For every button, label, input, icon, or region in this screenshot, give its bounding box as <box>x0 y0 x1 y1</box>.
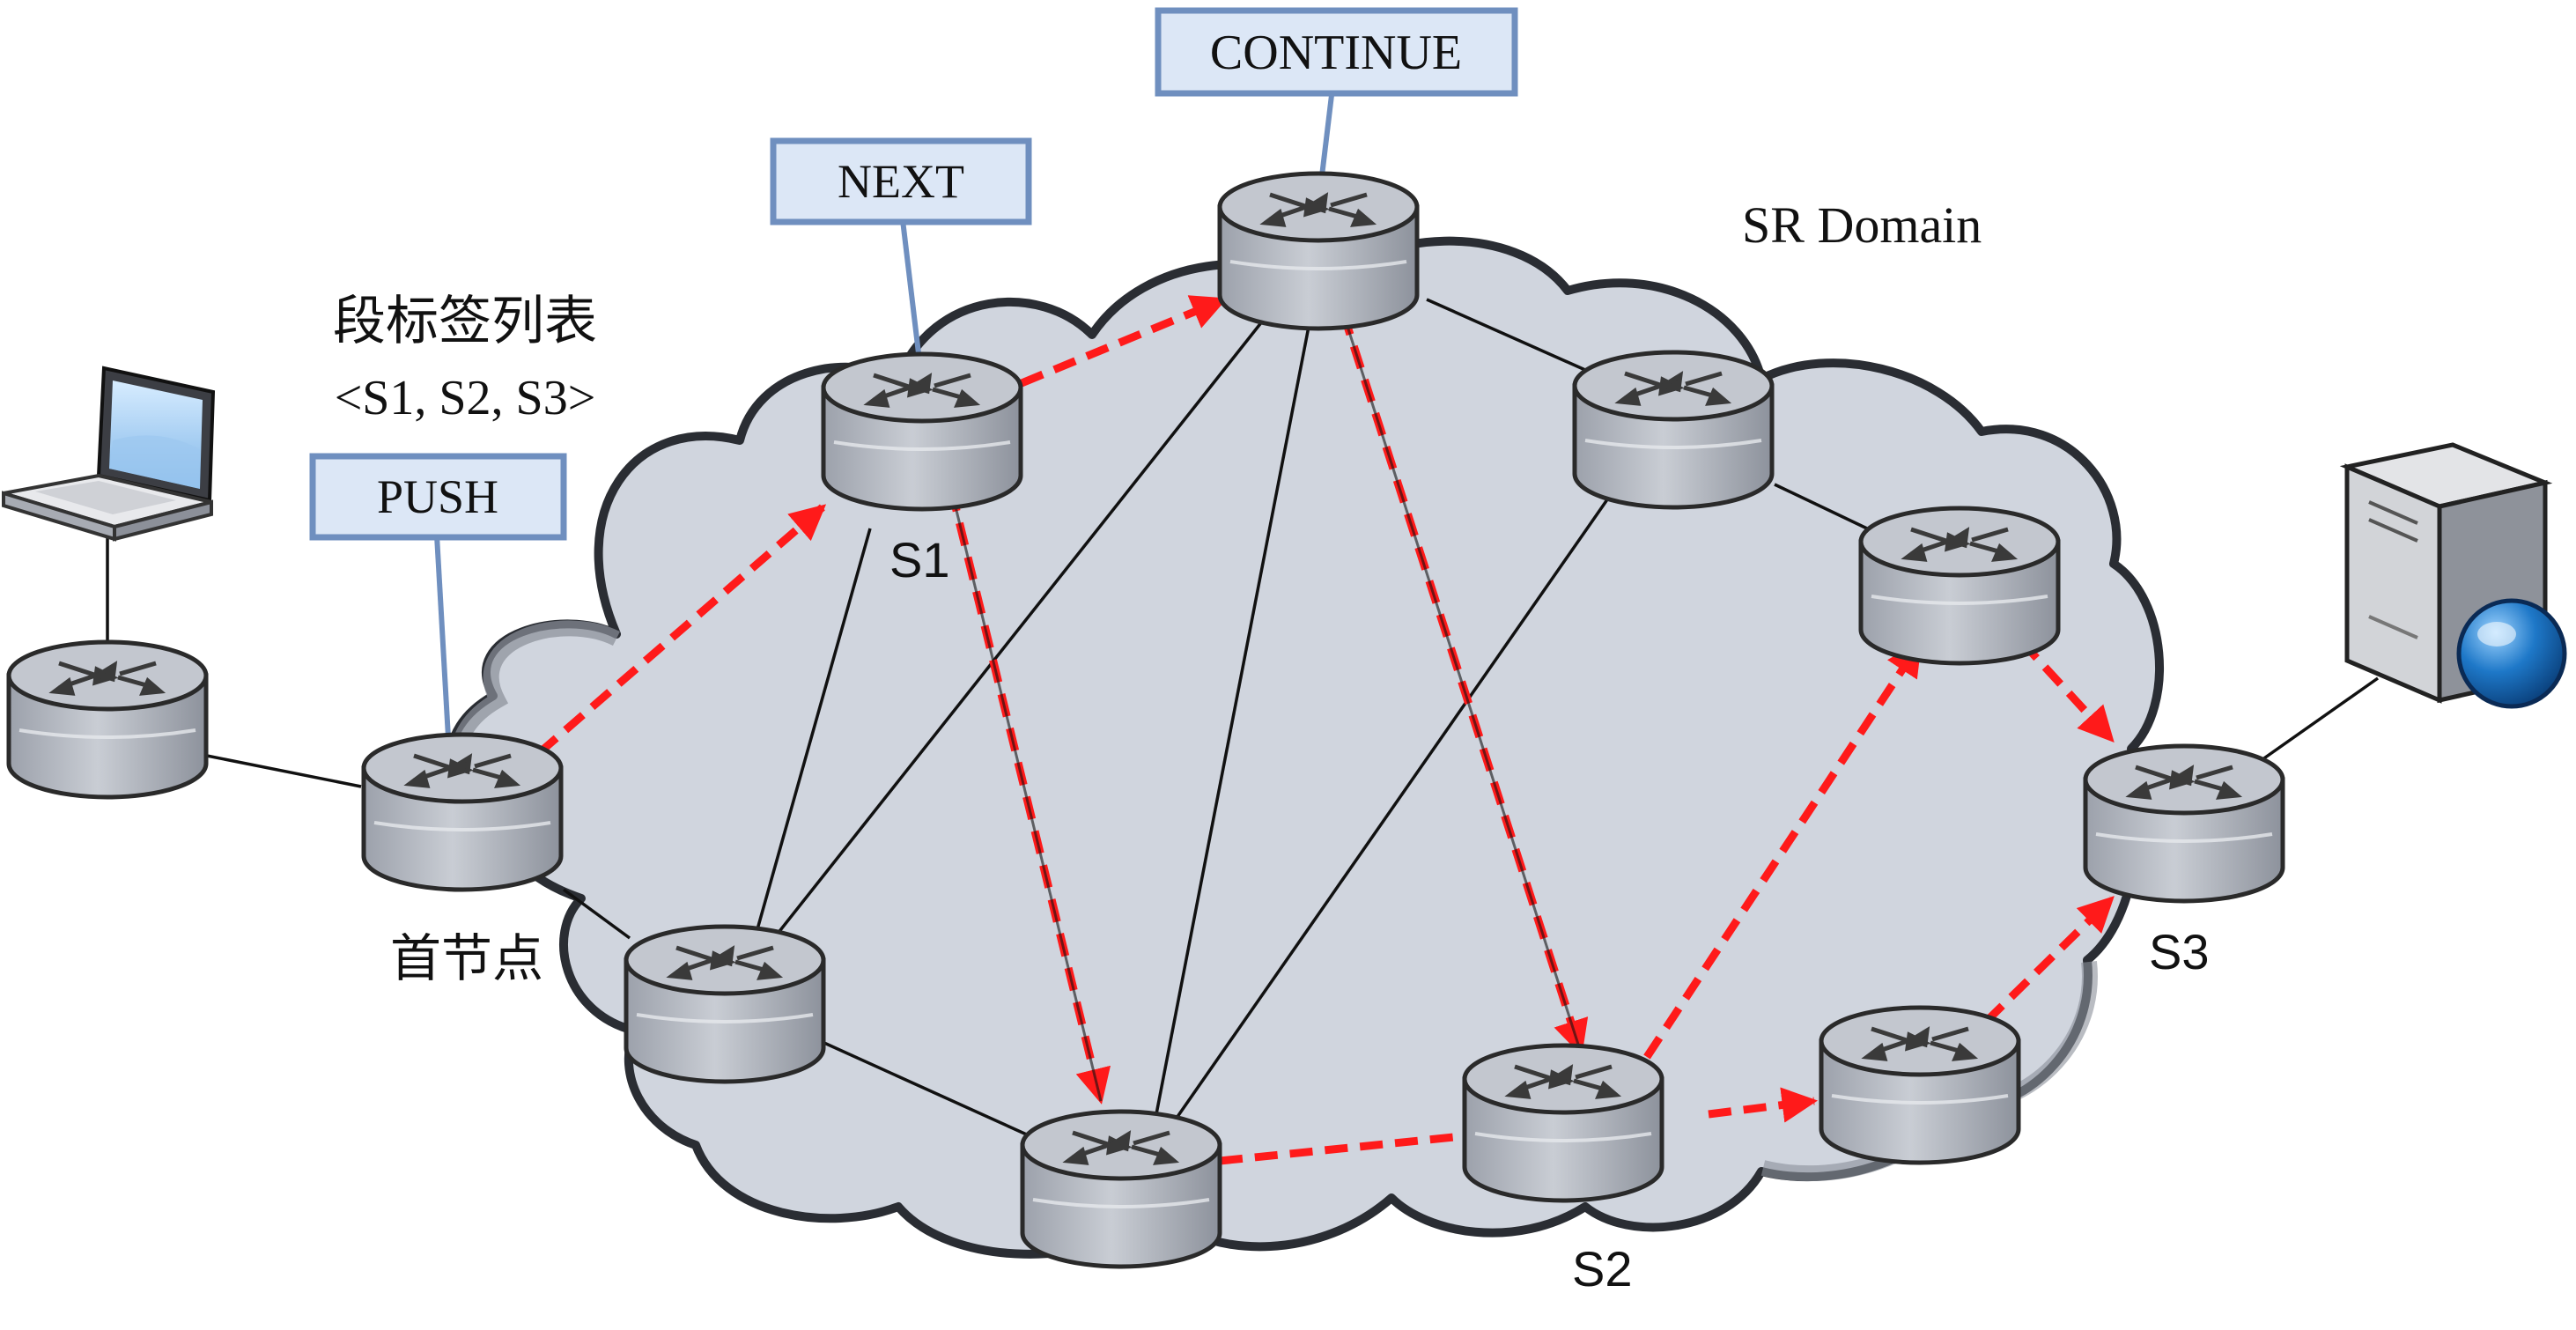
router-icon <box>626 927 823 1082</box>
push-box: PUSH <box>309 453 567 541</box>
segment-list-title: 段标签列表 <box>333 292 597 351</box>
router-icon <box>1465 1046 1662 1201</box>
router-icon <box>823 354 1021 509</box>
continue-box: CONTINUE <box>1155 7 1518 97</box>
next-box: NEXT <box>770 137 1032 225</box>
path-s2-to-right <box>1643 639 1923 1060</box>
path-head-to-s1 <box>536 503 827 757</box>
router-icon <box>9 642 206 797</box>
router-icon <box>1821 1008 2019 1163</box>
network-links <box>106 298 2380 1138</box>
domain-label: SR Domain <box>1742 196 1982 254</box>
path-bottom-to-s2 <box>1219 1117 1510 1165</box>
continue-label: CONTINUE <box>1210 26 1462 80</box>
head-node-label: 首节点 <box>390 930 543 987</box>
router-icon <box>2085 746 2283 901</box>
globe-icon <box>2456 598 2567 709</box>
push-label: PUSH <box>377 470 498 523</box>
router-icon <box>1220 174 1417 329</box>
laptop-icon <box>2 366 216 542</box>
s3-label: S3 <box>2149 924 2210 979</box>
path-s1-to-top <box>1020 295 1228 388</box>
router-icon <box>1861 508 2058 663</box>
path-upper-to-s3 <box>2018 638 2115 743</box>
s1-label: S1 <box>889 532 950 587</box>
label-connectors <box>434 94 1334 754</box>
next-label: NEXT <box>838 155 964 208</box>
server-icon <box>2339 442 2567 709</box>
segment-list: <S1, S2, S3> <box>335 371 596 425</box>
router-icon <box>1022 1112 1220 1267</box>
path-lower-to-s3 <box>1982 895 2115 1025</box>
path-s2-east <box>1708 1087 1819 1123</box>
router-icon <box>1575 352 1772 507</box>
router-icon <box>364 735 561 890</box>
s2-label: S2 <box>1572 1241 1633 1297</box>
